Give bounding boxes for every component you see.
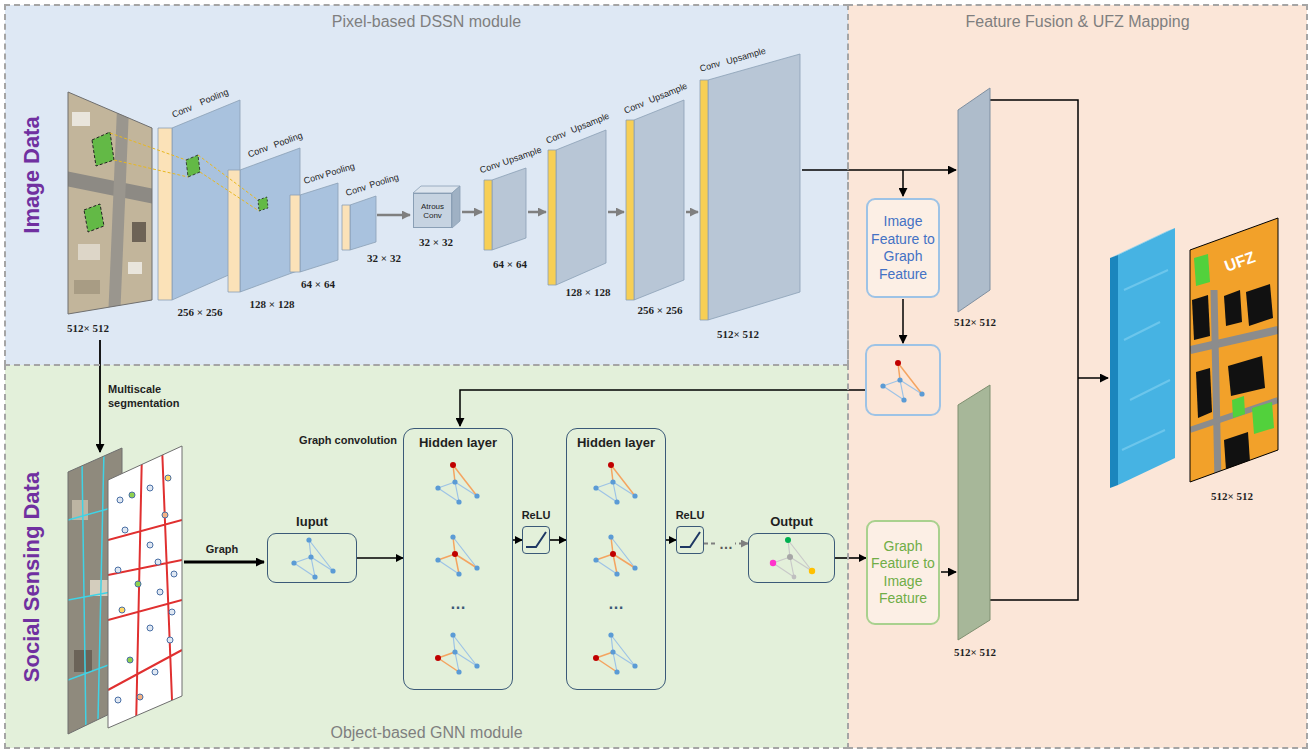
box-text: Pixel-based DSSN module <box>332 5 521 37</box>
label-holder: 32 × 32 <box>419 236 453 248</box>
connector <box>835 557 866 559</box>
label-holder: 256 × 256 <box>638 304 683 316</box>
step-label: Graph <box>206 543 238 555</box>
transform-box: Graph Feature to Image Feature <box>866 520 940 625</box>
size-label: 64 × 64 <box>493 258 527 270</box>
connector <box>550 539 566 541</box>
side-title: Social Sensing Data <box>19 472 45 682</box>
output-box: Output <box>748 533 835 583</box>
ellipsis: … <box>608 595 624 613</box>
input-box: Iuput <box>267 533 357 583</box>
label-holder: 64 × 64 <box>301 278 335 290</box>
step-label: Graph convolution <box>299 434 397 446</box>
label-holder: 32 × 32 <box>367 252 401 264</box>
size-label: 64 × 64 <box>301 278 335 290</box>
label-holder: 128 × 128 <box>566 286 611 298</box>
relu-box: ReLU <box>522 526 550 554</box>
label-holder: 128 × 128 <box>250 298 295 310</box>
connector <box>357 557 403 559</box>
label-holder: Social Sensing Data <box>19 472 45 682</box>
module-panel: Object-based GNN module Iuput Hidden layer… <box>5 365 848 748</box>
box-text: Image Feature to Graph Feature <box>871 213 935 283</box>
atrous-conv-cube: Atrous Conv <box>413 193 452 228</box>
module-panel: Pixel-based DSSN moduleAtrous Conv <box>5 5 848 365</box>
box-text: Graph Feature to Image Feature <box>871 538 935 608</box>
box-text: Object-based GNN module <box>330 716 522 748</box>
label-holder: 512× 512 <box>1211 490 1253 502</box>
size-label: 128 × 128 <box>566 286 611 298</box>
label-holder: 512× 512 <box>954 646 996 658</box>
size-label: 512× 512 <box>954 316 996 328</box>
box-text: Hidden layer <box>577 435 655 450</box>
label-holder: 256 × 256 <box>178 306 223 318</box>
label-holder: Graph convolution <box>299 434 397 446</box>
label-holder: Multiscale segmentation <box>108 382 192 411</box>
label-holder: Image Data <box>19 116 45 233</box>
hidden-layer-box: Hidden layer <box>403 428 513 690</box>
step-label: Multiscale segmentation <box>108 382 192 411</box>
size-label: 256 × 256 <box>638 304 683 316</box>
size-label: 32 × 32 <box>367 252 401 264</box>
size-label: 32 × 32 <box>419 236 453 248</box>
label-holder: … <box>450 595 466 613</box>
box-text: Feature Fusion & UFZ Mapping <box>965 5 1189 37</box>
label-holder: … <box>608 595 624 613</box>
relu-box: ReLU <box>676 526 704 554</box>
box-text: Atrous Conv <box>414 202 451 220</box>
label-holder: 512× 512 <box>717 328 759 340</box>
box-text: Hidden layer <box>419 435 497 450</box>
size-label: 512× 512 <box>717 328 759 340</box>
label-holder: 64 × 64 <box>493 258 527 270</box>
label-holder: 512× 512 <box>954 316 996 328</box>
transform-box: Image Feature to Graph Feature <box>866 198 940 298</box>
size-label: 512× 512 <box>1211 490 1253 502</box>
hidden-layer-box: Hidden layer <box>566 428 666 690</box>
label-holder: 512× 512 <box>67 322 109 334</box>
ellipsis: … <box>450 595 466 613</box>
connector <box>666 539 676 541</box>
connector <box>513 539 522 541</box>
size-label: 512× 512 <box>67 322 109 334</box>
edge-label: … <box>717 536 735 552</box>
module-panel: Feature Fusion & UFZ MappingImage Featur… <box>848 5 1307 748</box>
side-title: Image Data <box>19 116 45 233</box>
size-label: 512× 512 <box>954 646 996 658</box>
edge-label-holder: … <box>717 536 735 552</box>
label-holder: Graph <box>206 543 238 555</box>
size-label: 256 × 256 <box>178 306 223 318</box>
size-label: 128 × 128 <box>250 298 295 310</box>
